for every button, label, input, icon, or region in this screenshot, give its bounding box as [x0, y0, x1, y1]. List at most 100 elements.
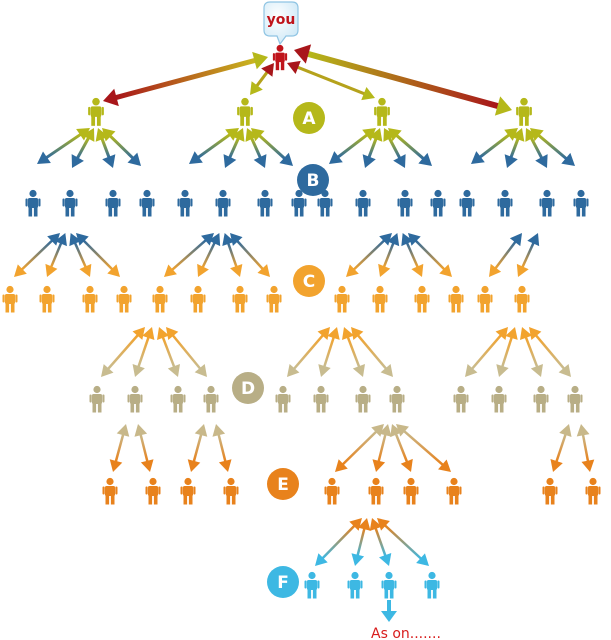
- person-level-e: [446, 477, 462, 505]
- person-you: [272, 44, 288, 71]
- arrow-a-b: [95, 128, 116, 168]
- arrow-a-b: [329, 128, 376, 164]
- you-label: you: [267, 12, 296, 28]
- person-level-e: [180, 477, 196, 505]
- arrow-you-a4: [294, 44, 512, 116]
- arrow-c-d: [101, 327, 145, 377]
- arrow-b-c: [401, 233, 424, 277]
- person-level-c: [372, 285, 388, 313]
- arrow-e-f: [369, 518, 392, 566]
- level-label-d: D: [241, 379, 255, 399]
- arrow-c-d: [496, 327, 518, 377]
- person-level-e: [585, 477, 601, 505]
- arrow-b-c: [408, 233, 452, 277]
- arrow-a-b: [525, 128, 548, 168]
- person-level-b: [317, 189, 333, 217]
- arrow-c-d: [465, 327, 508, 377]
- arrow-b-c: [230, 233, 270, 277]
- arrow-b-c: [164, 233, 214, 277]
- person-level-c: [190, 285, 206, 313]
- person-level-d: [567, 385, 583, 413]
- arrow-a-b: [504, 128, 525, 168]
- level-badge-b: B: [297, 164, 329, 196]
- arrow-c-d: [318, 327, 340, 377]
- arrow-a-b: [223, 128, 245, 168]
- level-label-c: C: [303, 272, 315, 292]
- person-level-a: [374, 97, 390, 126]
- person-level-a: [516, 97, 532, 126]
- person-level-d: [127, 385, 143, 413]
- person-level-d: [389, 385, 405, 413]
- arrow-a-b: [362, 128, 383, 168]
- person-level-d: [533, 385, 549, 413]
- arrow-a-b: [71, 128, 95, 168]
- person-level-c: [477, 285, 493, 313]
- person-level-b: [177, 189, 193, 217]
- person-level-b: [573, 189, 589, 217]
- person-level-e: [368, 477, 384, 505]
- arrow-you-a3: [287, 60, 375, 101]
- arrow-d-e: [109, 424, 130, 472]
- arrow-a-b: [383, 128, 406, 168]
- arrow-d-e: [212, 424, 232, 472]
- person-level-b: [105, 189, 121, 217]
- person-level-c: [116, 285, 132, 313]
- arrow-d-e: [187, 424, 208, 472]
- arrow-b-c: [489, 233, 522, 277]
- person-level-b: [355, 189, 371, 217]
- person-level-f: [347, 571, 363, 599]
- person-level-c: [82, 285, 98, 313]
- person-level-b: [62, 189, 78, 217]
- arrow-a-b: [189, 128, 239, 164]
- person-level-c: [448, 285, 464, 313]
- person-level-e: [403, 477, 419, 505]
- arrow-c-d: [287, 327, 330, 377]
- arrow-a-b: [471, 128, 518, 164]
- arrow-d-e: [550, 424, 572, 472]
- person-level-c: [414, 285, 430, 313]
- people-nodes: [2, 44, 601, 599]
- arrow-b-c: [378, 233, 400, 277]
- level-badge-d: D: [232, 372, 264, 404]
- arrow-b-c: [69, 233, 92, 277]
- arrow-c-d: [351, 327, 393, 377]
- person-level-d: [355, 385, 371, 413]
- person-level-e: [324, 477, 340, 505]
- person-level-b: [139, 189, 155, 217]
- person-level-c: [334, 285, 350, 313]
- arrow-a-b: [530, 128, 575, 166]
- arrow-a-b: [251, 128, 293, 166]
- person-level-b: [497, 189, 513, 217]
- level-label-e: E: [277, 475, 289, 495]
- person-level-d: [491, 385, 507, 413]
- person-level-e: [102, 477, 118, 505]
- arrow-a-b: [102, 128, 141, 166]
- level-label-b: B: [307, 171, 320, 191]
- person-level-b: [539, 189, 555, 217]
- person-level-d: [313, 385, 329, 413]
- person-level-f: [304, 571, 320, 599]
- arrow-you-a2: [250, 63, 274, 95]
- level-badge-e: E: [267, 468, 299, 500]
- arrow-a-b: [388, 128, 432, 166]
- person-level-b: [397, 189, 413, 217]
- arrow-d-e: [390, 424, 413, 472]
- person-level-c: [266, 285, 282, 313]
- arrow-b-c: [222, 233, 243, 277]
- person-level-b: [430, 189, 446, 217]
- person-level-a: [88, 97, 104, 126]
- level-label-a: A: [302, 109, 316, 129]
- arrow-b-c: [346, 233, 392, 277]
- person-level-b: [215, 189, 231, 217]
- arrow-c-d: [166, 327, 207, 377]
- connector-arrows: [14, 44, 595, 566]
- continuation-arrow: [381, 600, 397, 622]
- arrow-c-d: [520, 327, 543, 377]
- person-level-c: [232, 285, 248, 313]
- arrow-d-e: [134, 424, 154, 472]
- person-level-b: [257, 189, 273, 217]
- person-level-d: [170, 385, 186, 413]
- person-level-d: [275, 385, 291, 413]
- person-level-c: [514, 285, 530, 313]
- arrow-b-c: [197, 233, 221, 277]
